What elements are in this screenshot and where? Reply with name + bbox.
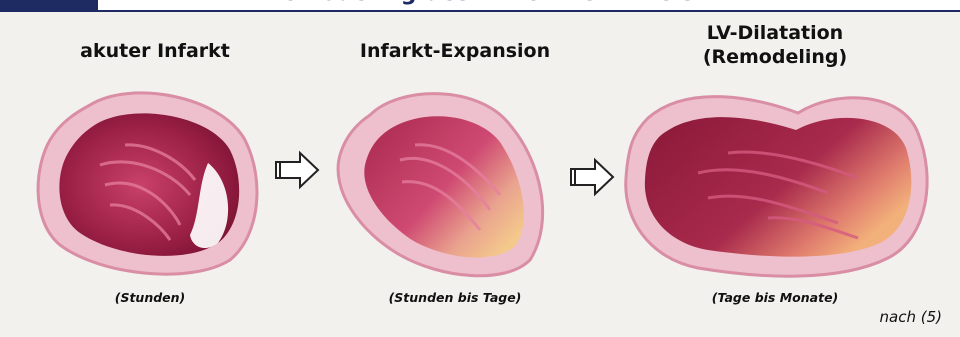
heart-lv-dilatation [618, 78, 948, 283]
arrow-right-icon [569, 157, 615, 197]
heart-acute-infarct [30, 85, 265, 275]
stage-1-title: akuter Infarkt [55, 40, 255, 62]
stage-3-duration: (Tage bis Monate) [660, 290, 890, 305]
stage-3-title-line1: LV-Dilatation [660, 22, 890, 44]
arrow-right-icon [274, 150, 320, 190]
source-note: nach (5) [880, 308, 942, 326]
stage-2-title: Infarkt-Expansion [340, 40, 570, 62]
heart-infarct-expansion [330, 80, 560, 280]
stage-2-duration: (Stunden bis Tage) [345, 290, 565, 305]
stage-1-duration: (Stunden) [50, 290, 250, 305]
stage-3-title-line2: (Remodeling) [660, 46, 890, 68]
figure-title: Remodeling des linken Ventrikels [0, 0, 960, 12]
